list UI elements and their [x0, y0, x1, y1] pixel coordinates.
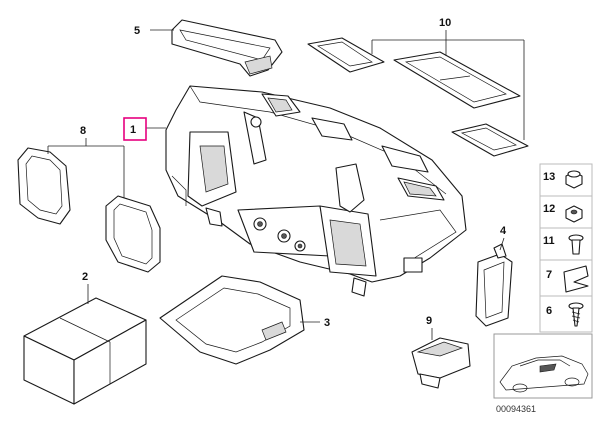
part-10-seal-upper[interactable]: [307, 37, 385, 73]
part-5-filter-housing[interactable]: [171, 19, 283, 77]
part-1-heater-housing[interactable]: [165, 85, 467, 297]
part-10-seal-lower[interactable]: [451, 123, 529, 157]
leader-lines-10: [371, 30, 525, 140]
part-4-bracket[interactable]: [475, 243, 513, 327]
callout-1-highlight-box: [123, 117, 147, 141]
callout-4[interactable]: 4: [500, 225, 507, 237]
part-3-lower-cover[interactable]: [159, 275, 305, 365]
callout-10[interactable]: 10: [439, 17, 451, 29]
hardware-label-13[interactable]: 13: [543, 171, 555, 183]
hardware-cell-12: [539, 195, 593, 229]
callout-8[interactable]: 8: [80, 125, 86, 137]
hardware-label-7[interactable]: 7: [546, 269, 552, 281]
hardware-label-6[interactable]: 6: [546, 305, 552, 317]
leader-lines-8: [47, 138, 125, 198]
hardware-panel: [539, 163, 593, 333]
callout-3[interactable]: 3: [324, 317, 330, 329]
spring-clip-icon: [563, 265, 589, 293]
part-2-kit-box[interactable]: [23, 297, 147, 405]
reference-code: 00094361: [496, 404, 536, 414]
part-9-air-duct[interactable]: [411, 337, 471, 389]
car-silhouette-icon: [499, 355, 589, 393]
hardware-label-11[interactable]: 11: [543, 235, 555, 247]
part-8-seal-frame-right[interactable]: [105, 195, 161, 273]
hardware-cell-11: [539, 227, 593, 261]
part-10-seal-middle[interactable]: [393, 51, 521, 109]
hex-cap-nut-icon: [565, 170, 583, 189]
leader-line-4: [499, 237, 505, 251]
self-tapping-screw-icon: [568, 302, 584, 327]
callout-2[interactable]: 2: [82, 271, 88, 283]
callout-9[interactable]: 9: [426, 315, 432, 327]
hex-nut-icon: [565, 205, 583, 223]
hardware-label-12[interactable]: 12: [543, 203, 555, 215]
part-8-seal-frame-left[interactable]: [17, 147, 71, 225]
expansion-rivet-icon: [568, 234, 584, 255]
hardware-cell-6: [539, 295, 593, 333]
callout-1[interactable]: 1: [130, 124, 136, 136]
callout-5[interactable]: 5: [134, 25, 140, 37]
